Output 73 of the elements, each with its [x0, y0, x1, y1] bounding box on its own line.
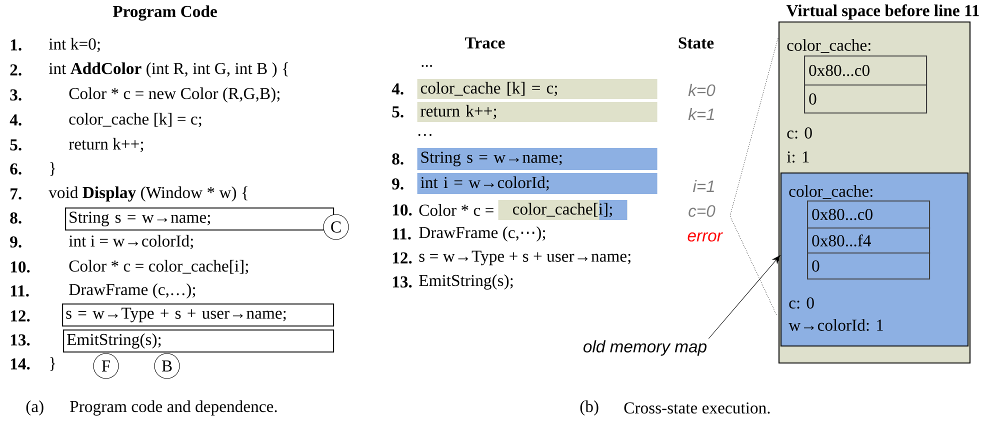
caption-tag: (b)	[580, 400, 598, 416]
state-value: i=1	[692, 180, 714, 192]
code-box: EmitString(s);	[63, 329, 334, 353]
caption-tag: (a)	[26, 400, 44, 416]
code-line: return k++;	[68, 138, 144, 152]
code-line: int k=0;	[48, 38, 100, 52]
code-line: Color * c = new Color (R,G,B);	[69, 87, 280, 103]
code-line: DrawFrame (c,…);	[69, 283, 196, 299]
heading: Virtual space before line 11	[786, 4, 979, 20]
line-number: 12.	[10, 310, 30, 322]
line-number: 8.	[10, 212, 22, 224]
variable-value: c: 0	[789, 297, 814, 309]
highlight-band: String s = w→name;	[417, 148, 658, 170]
variable-name: color_cache:	[789, 185, 872, 199]
state-value: c=0	[688, 205, 716, 217]
line-number: 10.	[10, 261, 30, 273]
line-number: 9.	[10, 236, 22, 248]
code-line: Color * c = color_cache[i];	[69, 260, 248, 274]
variable-value: c: 0	[787, 127, 812, 139]
code-line: }	[50, 162, 56, 176]
array-cell: 0x80...c0	[804, 55, 928, 86]
line-number: 14.	[10, 358, 30, 370]
ellipsis: …	[418, 134, 432, 136]
line-number: 2.	[10, 64, 22, 76]
state-value: k=0	[688, 84, 716, 96]
line-number: 6.	[10, 163, 22, 175]
array-cell: 0	[804, 84, 928, 114]
code-line: int AddColor (int R, int G, int B ) {	[48, 62, 288, 78]
circle-label: B	[154, 353, 180, 379]
line-number: 12.	[392, 252, 412, 264]
line-number: 3.	[10, 89, 22, 101]
arrow	[708, 255, 780, 339]
error-label: error	[688, 232, 723, 242]
variable-value: w→colorId: 1	[788, 319, 883, 331]
highlight-band: return k++;	[417, 102, 658, 122]
variable-name: color_cache:	[787, 39, 870, 53]
line-number: 13.	[392, 276, 412, 288]
highlight-band: color_cache [k] = c;	[417, 79, 658, 99]
circle-label: C	[323, 214, 349, 240]
code-line: DrawFrame (c,⋯);	[419, 226, 546, 242]
line-number: 9.	[392, 178, 404, 190]
heading: Program Code	[112, 5, 217, 21]
line-number: 7.	[10, 188, 22, 200]
line-number: 10.	[392, 204, 412, 216]
line-number: 5.	[392, 106, 404, 118]
array-cell: 0	[807, 252, 930, 280]
line-number: 5.	[10, 139, 22, 151]
line-number: 1.	[10, 39, 22, 51]
caption: Cross-state execution.	[624, 402, 770, 414]
code-line: color_cache [k] = c;	[69, 112, 202, 128]
state-value: k=1	[688, 108, 714, 120]
variable-value: i: 1	[786, 151, 809, 163]
highlight-band: int i = w→colorId;	[417, 173, 658, 194]
caption: Program code and dependence.	[70, 400, 277, 416]
code-line: EmitString(s);	[419, 274, 513, 290]
line-number: 4.	[10, 114, 22, 126]
circle-label: F	[93, 353, 119, 379]
column-heading: Trace	[465, 37, 505, 49]
line-number: 11.	[392, 228, 411, 240]
annotation: old memory map	[584, 340, 706, 356]
array-cell: 0x80...f4	[807, 227, 930, 254]
line-number: 11.	[10, 285, 29, 297]
line-number: 8.	[392, 153, 404, 165]
column-heading: State	[678, 37, 714, 49]
array-cell: 0x80...c0	[807, 200, 930, 229]
line-number: 13.	[10, 334, 30, 346]
code-line: }	[50, 357, 56, 371]
code-box: s = w→Type + s + user→name;	[62, 303, 334, 327]
code-line: s = w→Type + s + user→name;	[419, 250, 630, 266]
code-line: Color * c =	[419, 204, 494, 216]
highlight-band: color_cache[i];	[498, 200, 628, 220]
ellipsis: ...	[422, 65, 432, 67]
line-number: 4.	[392, 83, 404, 95]
